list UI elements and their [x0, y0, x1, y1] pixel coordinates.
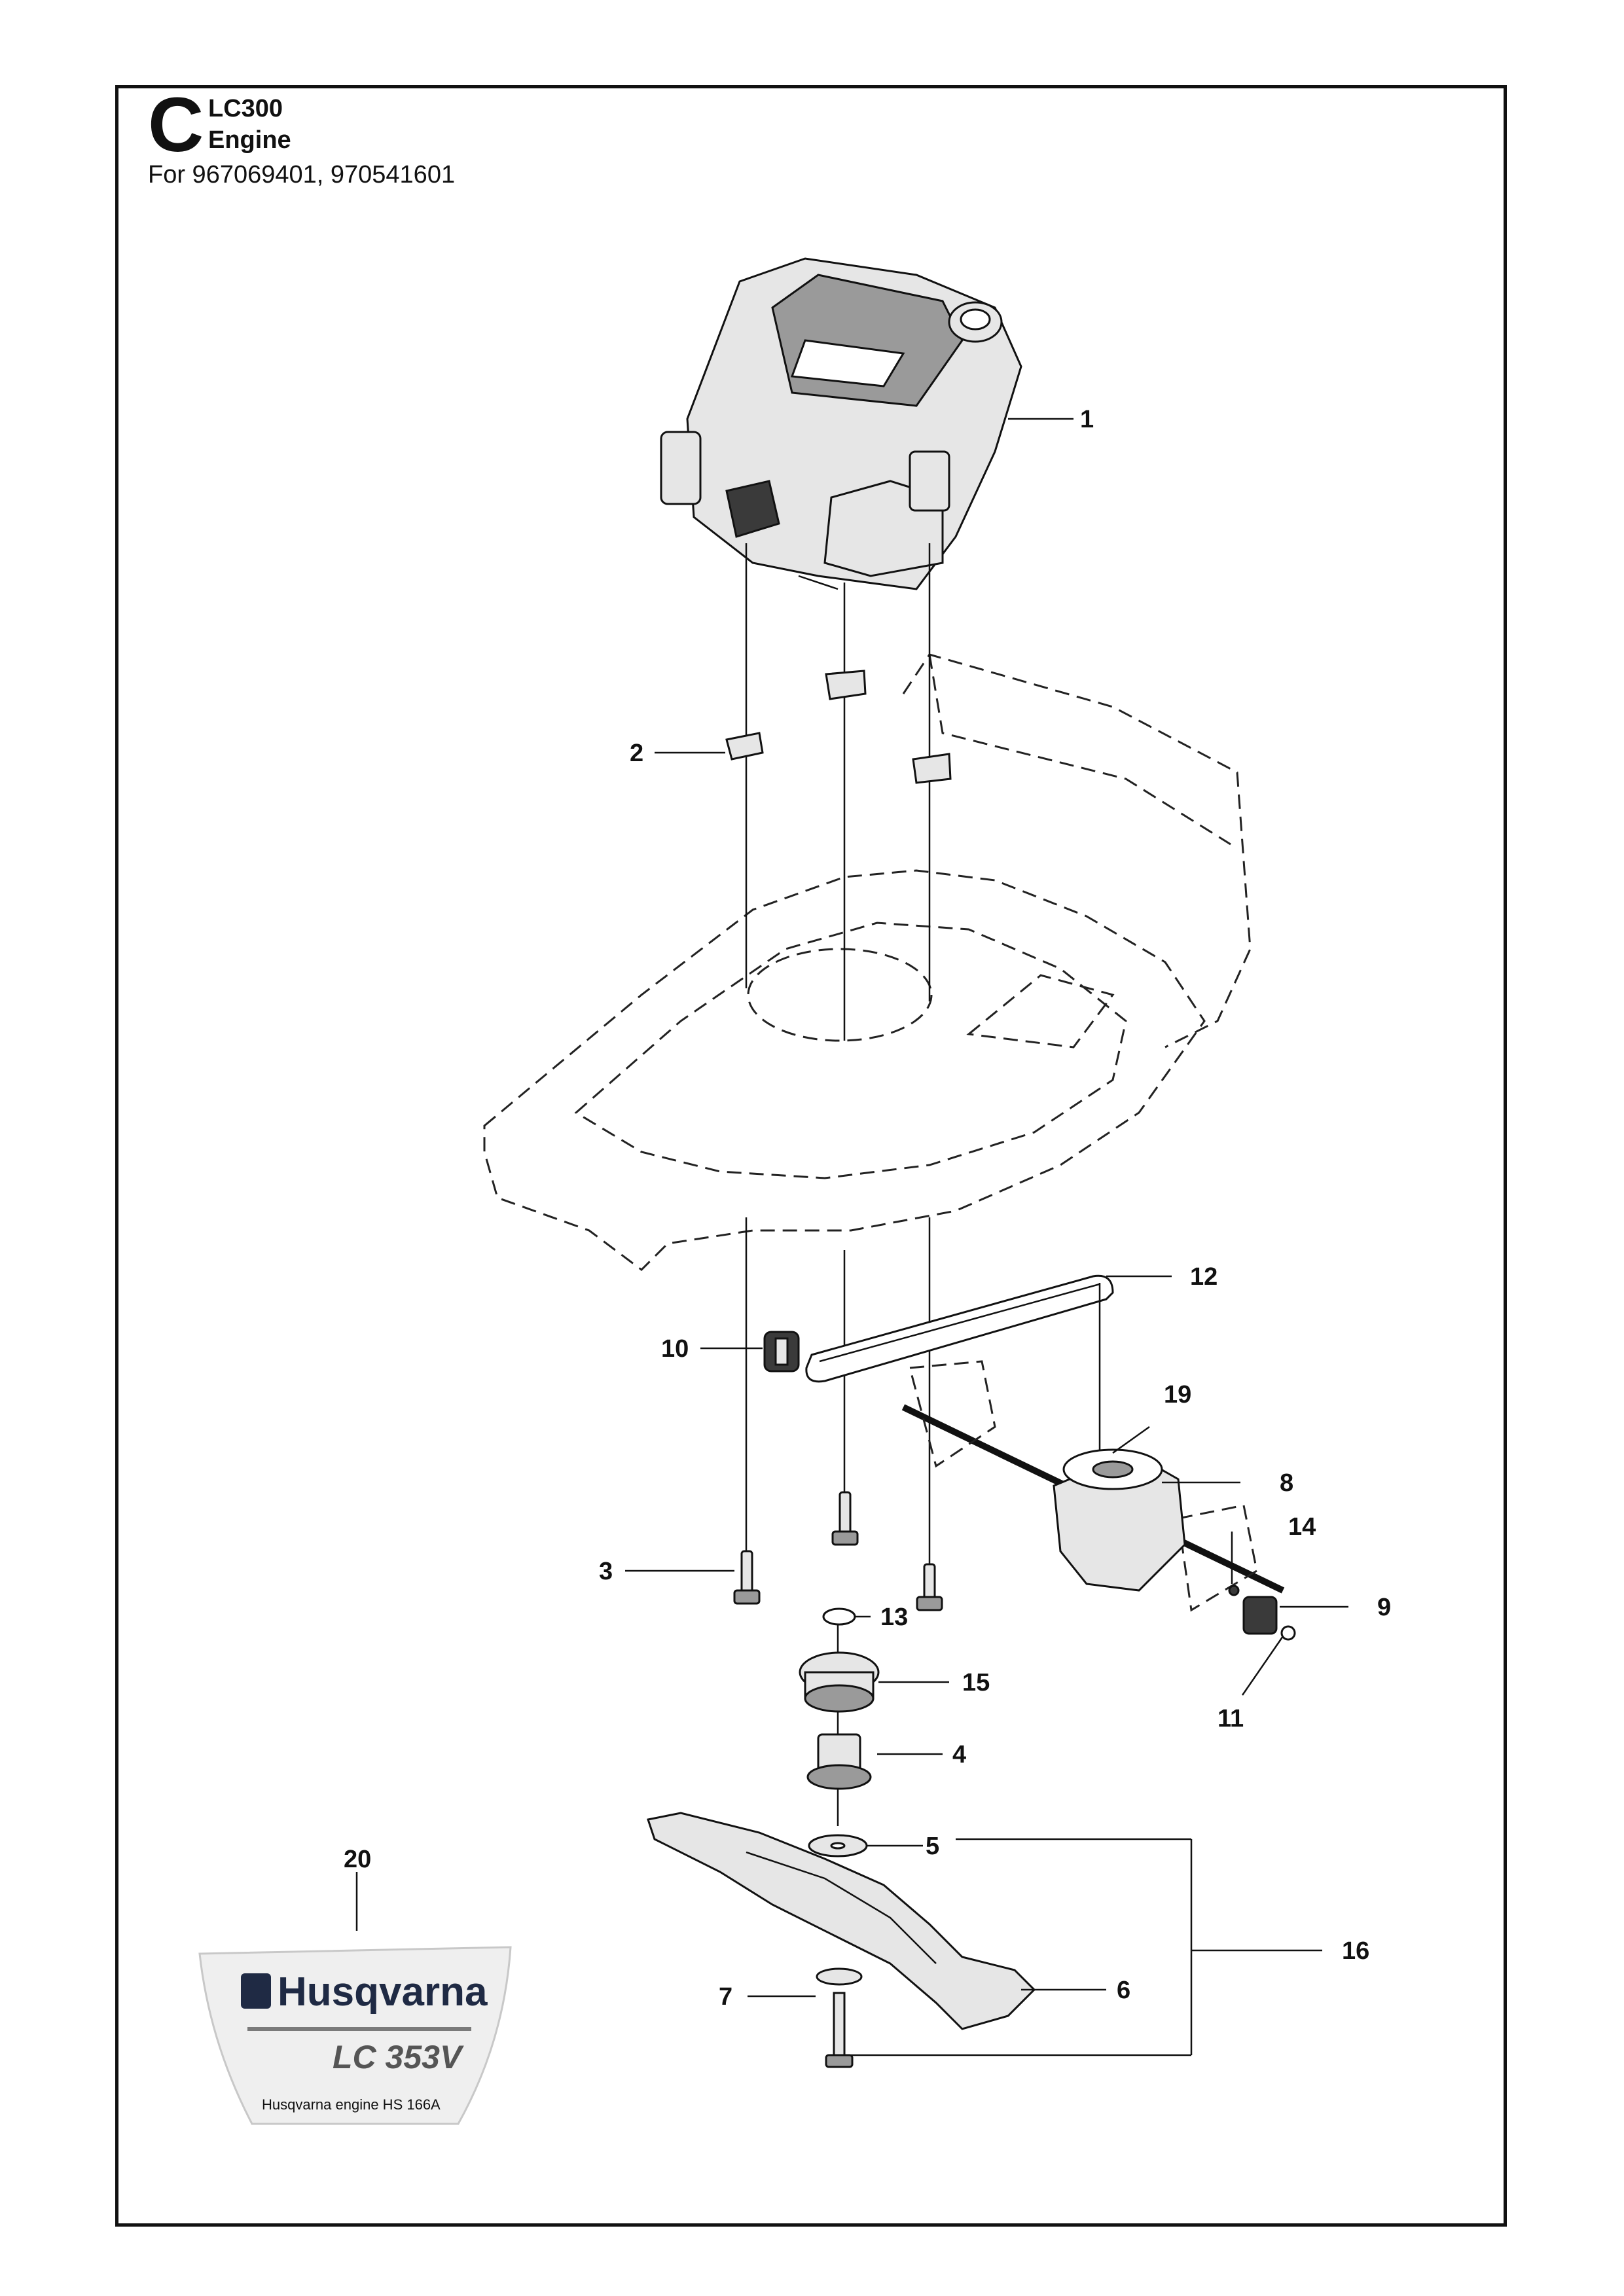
- callout-2: 2: [630, 740, 643, 767]
- callout-7: 7: [719, 1983, 732, 2011]
- callout-11: 11: [1218, 1705, 1244, 1732]
- callout-1: 1: [1080, 406, 1094, 433]
- callout-3: 3: [599, 1558, 613, 1585]
- callout-12: 12: [1190, 1263, 1218, 1291]
- callout-20: 20: [344, 1846, 371, 1873]
- callout-13: 13: [880, 1604, 908, 1631]
- callout-5: 5: [926, 1833, 939, 1860]
- blade-part-6: [647, 1812, 1036, 2068]
- clip-part-11: [1280, 1625, 1296, 1641]
- diagram-frame: [115, 85, 1507, 2227]
- applies-to-text: For 967069401, 970541601: [148, 161, 456, 188]
- callout-4: 4: [952, 1741, 966, 1768]
- pulley-part-9: [1242, 1596, 1278, 1635]
- callout-10: 10: [661, 1335, 689, 1363]
- blade-spindle-stack: [799, 1607, 880, 1857]
- washer-part-14: [1228, 1585, 1240, 1596]
- drive-belt-part-12: [805, 1274, 1114, 1383]
- engine-part-1: [660, 257, 1022, 590]
- engine-spacers: [725, 670, 952, 784]
- washer-part-13: [822, 1607, 856, 1626]
- callout-labels: 1 2 3 4 5 6 7 8 9 10 11 12 13 14 15 16 1…: [344, 406, 1391, 2011]
- callout-9: 9: [1377, 1594, 1391, 1621]
- decal-model-text: LC 353V: [333, 2039, 464, 2075]
- decal-note-text: Husqvarna engine HS 166A: [262, 2096, 441, 2113]
- section-letter: C: [148, 82, 204, 168]
- pulley-part-10: [763, 1331, 800, 1372]
- decal-brand-text: Husqvarna: [278, 1969, 488, 2015]
- callout-6: 6: [1117, 1977, 1130, 2004]
- washer-part-7: [816, 1967, 863, 1986]
- callout-14: 14: [1288, 1513, 1316, 1541]
- model-title: LC300: [208, 95, 283, 122]
- callout-16: 16: [1342, 1937, 1369, 1965]
- callout-8: 8: [1280, 1469, 1293, 1497]
- callout-15: 15: [962, 1669, 990, 1696]
- decal-part-20: Husqvarna LC 353V Husqvarna engine HS 16…: [198, 1946, 512, 2125]
- callout-bracket-16: [851, 1838, 1322, 2056]
- mower-deck-outline: [483, 653, 1252, 1271]
- section-title: Engine: [208, 126, 291, 154]
- callout-19: 19: [1164, 1381, 1191, 1408]
- gearbox-assembly: [901, 1360, 1296, 1641]
- leader-lines: [355, 418, 1348, 1998]
- husqvarna-logo-icon: [241, 1973, 271, 2009]
- assembly-guide-lines: [745, 543, 931, 1826]
- bolts-part-3: [733, 1491, 943, 1611]
